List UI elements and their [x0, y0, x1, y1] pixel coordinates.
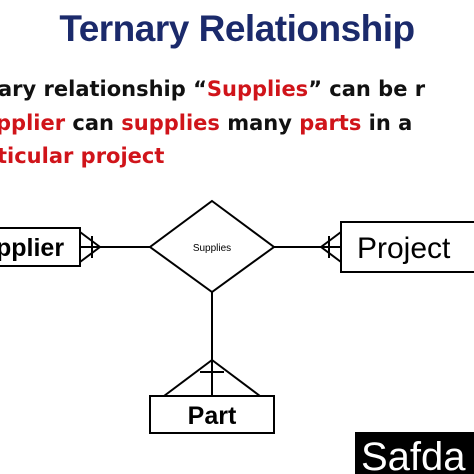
line2-in-a: in a — [361, 111, 413, 135]
part-crowfoot-right — [211, 359, 261, 397]
description-line-3: ticular project — [0, 144, 165, 168]
part-crowfoot-left — [163, 359, 213, 397]
line2-supplies: supplies — [121, 111, 220, 135]
supplier-crowfoot-bottom — [79, 246, 101, 263]
entity-part-label: Part — [188, 402, 237, 430]
slide-title: Ternary Relationship — [59, 8, 415, 49]
connector-supplier — [79, 231, 150, 263]
entity-supplier-label: pplier — [0, 234, 64, 262]
line1-pre: ary relationship “ — [0, 77, 207, 101]
project-crowfoot-bottom — [320, 246, 342, 263]
watermark: Safda — [355, 432, 474, 474]
entity-project-label: Project — [357, 232, 451, 265]
line2-parts: parts — [299, 111, 362, 135]
relationship-supplies-label: Supplies — [193, 243, 231, 254]
description-line-2: pplier can supplies many parts in a — [0, 111, 412, 135]
line2-can: can — [65, 111, 122, 135]
connector-part — [163, 292, 261, 397]
entity-part-box — [149, 395, 275, 434]
project-crowfoot-top — [320, 231, 342, 248]
line2-supplier: pplier — [0, 111, 66, 135]
description-line-1: ary relationship “Supplies” can be r — [0, 77, 425, 101]
relationship-supplies-diamond — [148, 199, 276, 294]
connector-project — [274, 231, 342, 263]
entity-project-box — [340, 221, 474, 273]
entity-supplier-box — [0, 227, 81, 267]
line1-post: ” can be r — [308, 77, 426, 101]
supplier-crowfoot-top — [79, 231, 101, 248]
line2-many: many — [219, 111, 300, 135]
watermark-text: Safda — [361, 435, 466, 474]
line1-highlight: Supplies — [206, 77, 309, 101]
